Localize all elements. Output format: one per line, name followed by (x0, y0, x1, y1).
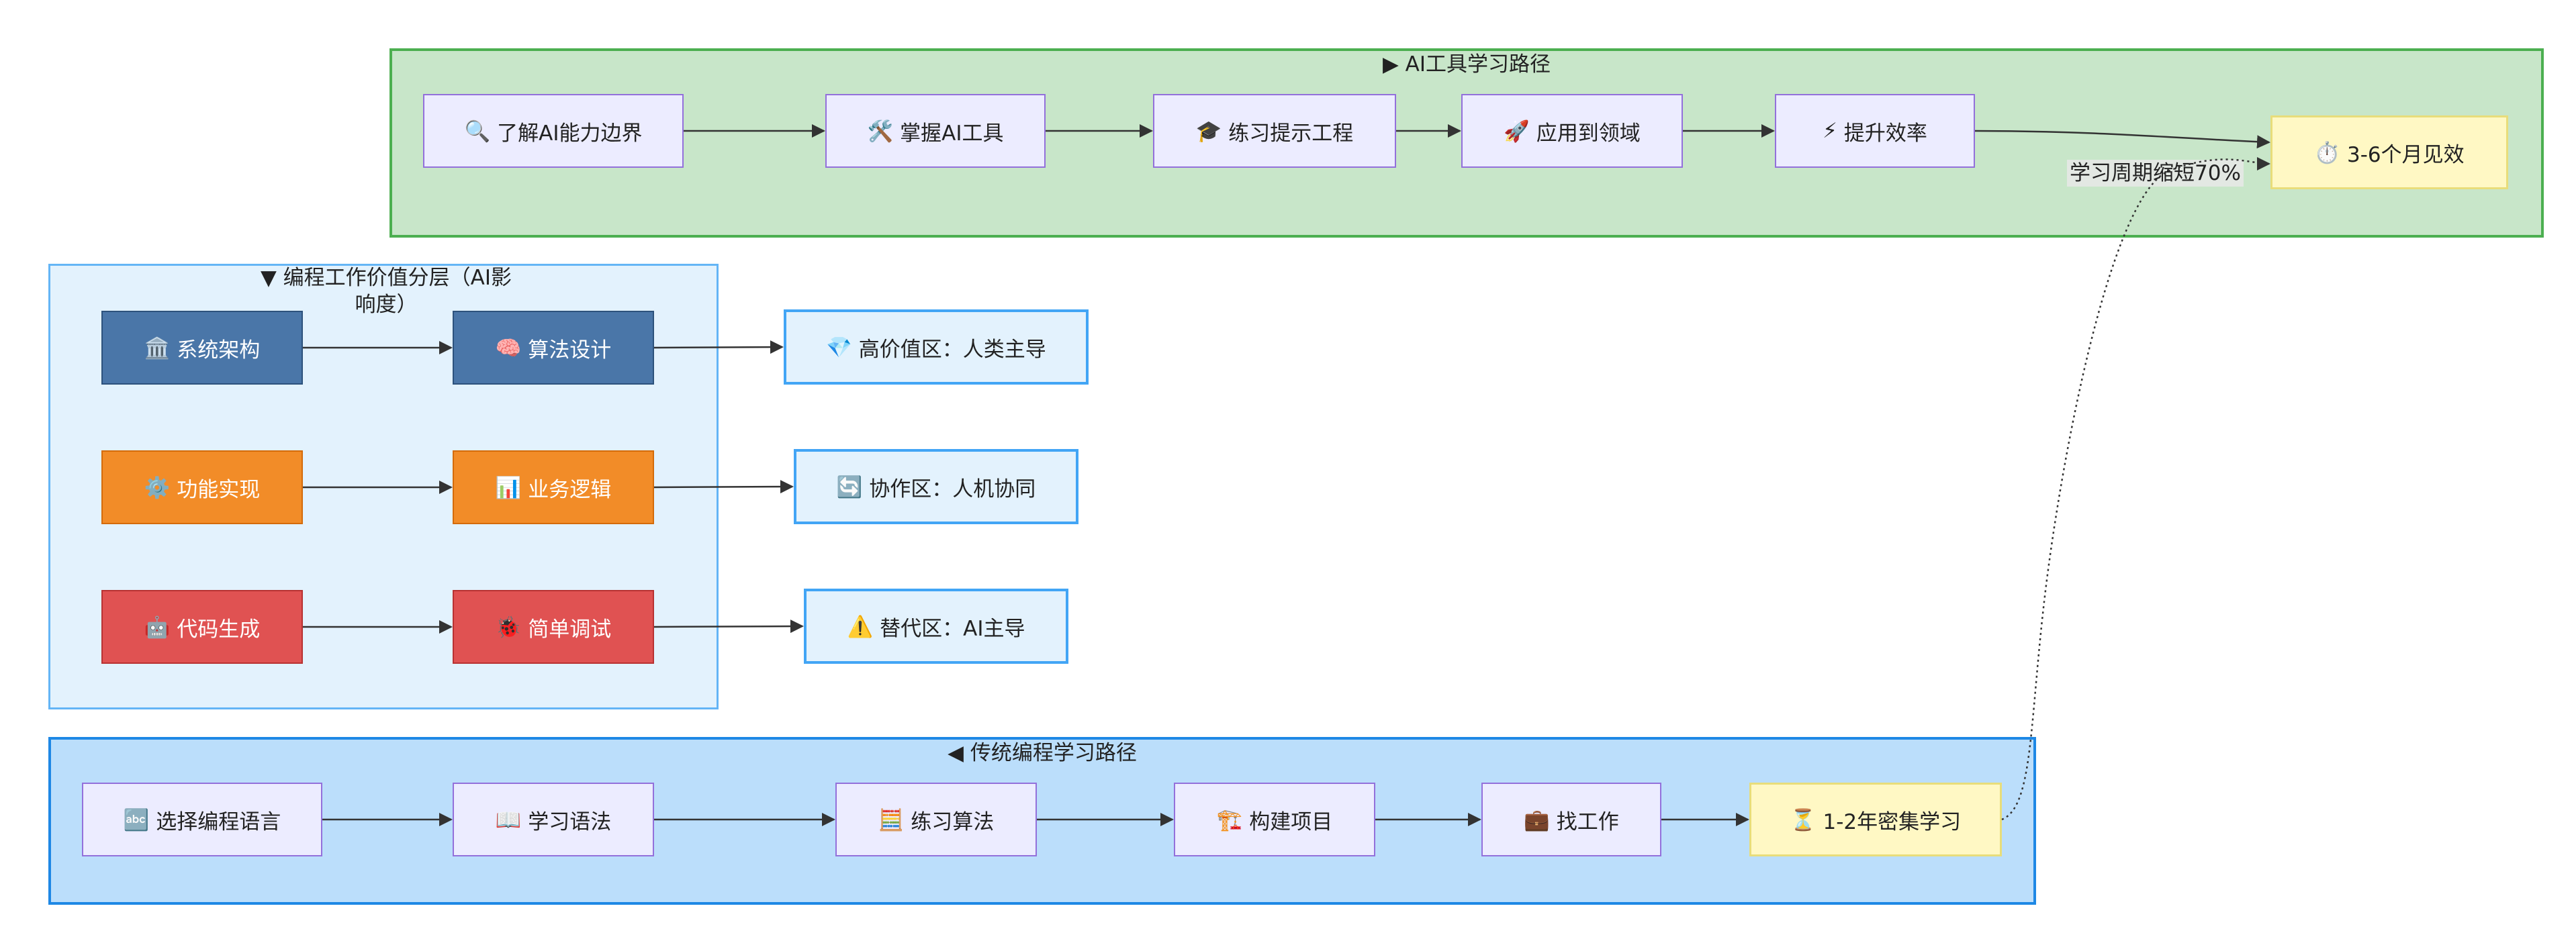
graduation-cap-icon: 🎓 (1195, 119, 1222, 144)
zone-label: 协作区：人机协同 (869, 477, 1036, 501)
ai-node-understand-boundaries[interactable]: 🔍了解AI能力边界 (423, 94, 684, 168)
zone-collaboration[interactable]: 🔄协作区：人机协同 (794, 449, 1078, 524)
zone-label: 替代区：AI主导 (880, 616, 1025, 641)
value-node-simple-debugging[interactable]: 🐞简单调试 (453, 590, 654, 664)
value-node-label: 系统架构 (177, 338, 261, 362)
value-node-label: 简单调试 (528, 617, 612, 642)
construction-icon: 🏗️ (1216, 807, 1243, 832)
ai-result-node[interactable]: ⏱️3-6个月见效 (2270, 115, 2508, 189)
trad-node-label: 找工作 (1556, 809, 1619, 834)
trad-node-label: 练习算法 (911, 809, 995, 834)
cluster-title-value-line2: 响度） (355, 293, 418, 317)
trad-node-learn-syntax[interactable]: 📖学习语法 (453, 783, 654, 856)
zone-replacement[interactable]: ⚠️替代区：AI主导 (804, 589, 1068, 664)
abacus-icon: 🧮 (878, 807, 905, 832)
value-node-label: 业务逻辑 (528, 477, 612, 502)
cluster-title-traditional: ◀ 传统编程学习路径 (948, 741, 1137, 765)
zone-high-value[interactable]: 💎高价值区：人类主导 (784, 309, 1089, 385)
cycle-arrows-icon: 🔄 (836, 475, 863, 499)
warning-icon: ⚠️ (847, 614, 874, 639)
trad-node-label: 选择编程语言 (156, 809, 281, 834)
open-book-icon: 📖 (495, 807, 522, 832)
cluster-title-ai: ▶ AI工具学习路径 (1382, 52, 1551, 77)
robot-icon: 🤖 (144, 615, 171, 640)
rocket-icon: 🚀 (1504, 119, 1530, 144)
ai-node-label: 练习提示工程 (1228, 121, 1354, 146)
ai-node-master-tools[interactable]: 🛠️掌握AI工具 (825, 94, 1046, 168)
value-node-feature-implementation[interactable]: ⚙️功能实现 (101, 450, 303, 524)
tools-icon: 🛠️ (867, 119, 894, 144)
trad-node-build-projects[interactable]: 🏗️构建项目 (1174, 783, 1375, 856)
trad-node-find-job[interactable]: 💼找工作 (1481, 783, 1661, 856)
brain-icon: 🧠 (495, 336, 522, 360)
ai-node-label: 掌握AI工具 (900, 121, 1004, 146)
edge-label-cycle-shortened: 学习周期缩短70% (2067, 160, 2244, 187)
value-node-system-architecture[interactable]: 🏛️系统架构 (101, 311, 303, 385)
ai-node-prompt-engineering[interactable]: 🎓练习提示工程 (1153, 94, 1396, 168)
ai-result-label: 3-6个月见效 (2346, 142, 2465, 167)
ai-node-label: 提升效率 (1843, 121, 1927, 146)
trad-result-label: 1-2年密集学习 (1823, 809, 1962, 834)
trad-result-node[interactable]: ⏳ 1-2年密集学习 (1749, 783, 2002, 856)
gear-icon: ⚙️ (144, 475, 171, 500)
zone-label: 高价值区：人类主导 (858, 337, 1046, 362)
ai-node-apply-domain[interactable]: 🚀应用到领域 (1461, 94, 1683, 168)
classical-building-icon: 🏛️ (144, 336, 171, 360)
cluster-traditional-path: ◀ 传统编程学习路径 (48, 737, 2036, 905)
trad-node-practice-algorithms[interactable]: 🧮练习算法 (835, 783, 1037, 856)
trad-node-label: 学习语法 (528, 809, 612, 834)
trad-node-label: 构建项目 (1249, 809, 1333, 834)
briefcase-icon: 💼 (1524, 807, 1550, 832)
cluster-title-value: ▼ 编程工作价值分层（AI影 响度） (178, 264, 594, 318)
cluster-title-value-line1: ▼ 编程工作价值分层（AI影 (260, 266, 512, 290)
ai-node-improve-efficiency[interactable]: ⚡提升效率 (1775, 94, 1975, 168)
value-node-label: 算法设计 (528, 338, 612, 362)
hourglass-icon: ⏳ (1790, 807, 1816, 832)
abc-icon: 🔤 (123, 807, 150, 832)
bar-chart-icon: 📊 (495, 475, 522, 500)
lightning-icon: ⚡ (1823, 119, 1837, 143)
value-node-label: 功能实现 (177, 477, 261, 502)
value-node-label: 代码生成 (177, 617, 261, 642)
value-node-business-logic[interactable]: 📊业务逻辑 (453, 450, 654, 524)
gem-icon: 💎 (826, 335, 852, 360)
ai-node-label: 应用到领域 (1536, 121, 1641, 146)
trad-node-choose-language[interactable]: 🔤选择编程语言 (82, 783, 322, 856)
ai-node-label: 了解AI能力边界 (497, 121, 643, 146)
value-node-code-generation[interactable]: 🤖代码生成 (101, 590, 303, 664)
value-node-algorithm-design[interactable]: 🧠算法设计 (453, 311, 654, 385)
magnifier-icon: 🔍 (464, 119, 491, 144)
bug-icon: 🐞 (495, 615, 522, 640)
stopwatch-icon: ⏱️ (2314, 140, 2340, 165)
